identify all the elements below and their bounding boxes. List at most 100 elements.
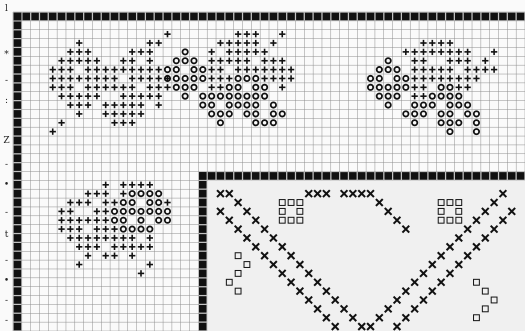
border-block (384, 172, 392, 180)
border-block (14, 216, 22, 224)
border-block (508, 13, 516, 21)
border-block (14, 101, 22, 109)
margin-glyph: - (2, 316, 11, 326)
border-block (199, 278, 207, 286)
border-block (261, 172, 269, 180)
border-block (199, 181, 207, 189)
border-block (14, 270, 22, 278)
border-block (420, 13, 428, 21)
border-block (437, 13, 445, 21)
border-block (446, 172, 454, 180)
border-block (14, 181, 22, 189)
border-block (455, 172, 463, 180)
border-block (31, 13, 39, 21)
border-block (437, 172, 445, 180)
border-block (473, 13, 481, 21)
border-block (199, 323, 207, 331)
border-block (199, 13, 207, 21)
border-block (349, 13, 357, 21)
border-block (14, 57, 22, 65)
border-block (137, 13, 145, 21)
border-block (93, 13, 101, 21)
border-block (446, 13, 454, 21)
border-block (490, 172, 498, 180)
border-block (49, 13, 57, 21)
border-block (367, 13, 375, 21)
margin-glyph: - (2, 76, 11, 86)
border-block (455, 13, 463, 21)
border-block (411, 172, 419, 180)
border-block (14, 234, 22, 242)
border-block (14, 128, 22, 136)
border-block (199, 190, 207, 198)
border-block (14, 30, 22, 38)
border-block (199, 305, 207, 313)
border-block (234, 172, 242, 180)
border-block (243, 13, 251, 21)
border-block (172, 13, 180, 21)
border-block (199, 296, 207, 304)
border-block (14, 163, 22, 171)
border-block (217, 13, 225, 21)
border-block (261, 13, 269, 21)
border-block (402, 172, 410, 180)
border-panel-bottom-right (207, 180, 525, 331)
border-block (278, 172, 286, 180)
border-block (384, 13, 392, 21)
border-block (376, 13, 384, 21)
border-block (464, 172, 472, 180)
border-block (84, 13, 92, 21)
border-block (199, 216, 207, 224)
border-block (199, 208, 207, 216)
border-block (358, 172, 366, 180)
margin-glyph: l (2, 4, 11, 14)
border-block (252, 172, 260, 180)
border-block (155, 13, 163, 21)
border-block (14, 323, 22, 331)
border-block (331, 13, 339, 21)
border-block (199, 234, 207, 242)
border-block (349, 172, 357, 180)
border-block (146, 13, 154, 21)
border-block (287, 172, 295, 180)
border-block (340, 13, 348, 21)
border-block (67, 13, 75, 21)
border-block (14, 172, 22, 180)
border-block (14, 261, 22, 269)
border-block (393, 13, 401, 21)
border-block (14, 208, 22, 216)
border-block (14, 21, 22, 29)
border-block (14, 296, 22, 304)
border-block (323, 13, 331, 21)
border-block (340, 172, 348, 180)
border-block (243, 172, 251, 180)
border-block (199, 199, 207, 207)
border-block (305, 13, 313, 21)
border-block (181, 13, 189, 21)
border-block (14, 252, 22, 260)
margin-glyph: - (2, 256, 11, 266)
border-block (499, 172, 507, 180)
border-block (199, 172, 207, 180)
border-block (199, 314, 207, 322)
border-block (199, 261, 207, 269)
border-block (305, 172, 313, 180)
border-block (14, 199, 22, 207)
border-block (490, 13, 498, 21)
border-block (428, 172, 436, 180)
border-block (14, 66, 22, 74)
border-block (199, 243, 207, 251)
margin-glyph: - (2, 160, 11, 170)
border-block (199, 287, 207, 295)
border-block (14, 225, 22, 233)
border-block (14, 305, 22, 313)
border-block (22, 13, 30, 21)
border-block (208, 172, 216, 180)
border-block (464, 13, 472, 21)
border-block (278, 13, 286, 21)
border-block (367, 172, 375, 180)
border-block (287, 13, 295, 21)
margin-glyph: - (2, 296, 11, 306)
margin-glyph: : (2, 96, 11, 106)
border-block (420, 172, 428, 180)
